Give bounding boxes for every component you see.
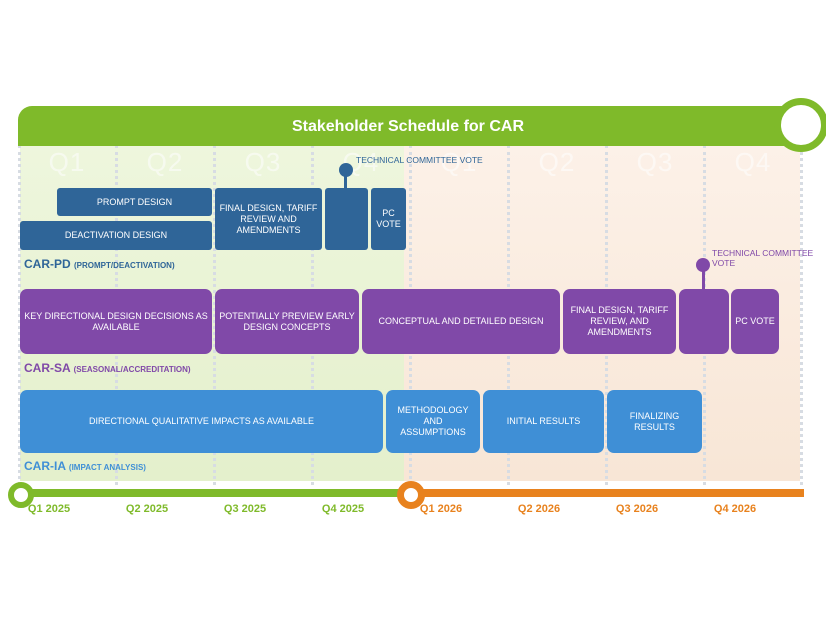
sa-pc-vote-bar: PC Vote bbox=[731, 289, 779, 354]
sa-row-subtitle: (SEASONAL/ACCREDITATION) bbox=[73, 365, 191, 374]
timeline-start-circle-icon bbox=[8, 482, 34, 508]
timeline-quarter-label: Q4 2026 bbox=[713, 503, 757, 515]
sa-conceptual-bar: Conceptual and Detailed Design bbox=[362, 289, 560, 354]
ghost-quarter-label: Q1 bbox=[440, 147, 478, 177]
sa-tc-vote-bar bbox=[679, 289, 729, 354]
ghost-quarter-label: Q2 bbox=[538, 147, 576, 177]
pd-tc-vote-milestone-icon bbox=[339, 163, 353, 177]
sa-tc-vote-milestone-icon bbox=[696, 258, 710, 272]
ia-row-title: CAR-IA bbox=[24, 459, 66, 473]
timeline-2026-line bbox=[410, 489, 804, 497]
ia-row-label: CAR-IA (IMPACT ANALYSIS) bbox=[24, 459, 146, 473]
timeline-quarter-label: Q2 2026 bbox=[517, 503, 561, 515]
ghost-quarter-label: Q3 bbox=[244, 147, 282, 177]
page-title: Stakeholder Schedule for CAR bbox=[291, 118, 525, 135]
ia-finalizing-results-bar: Finalizing Results bbox=[607, 390, 702, 453]
sa-tc-vote-label: Technical Committee Vote bbox=[712, 248, 814, 268]
timeline-2025-line bbox=[18, 489, 410, 497]
pd-final-design-bar: Final Design, Tariff Review and Amendmen… bbox=[215, 188, 322, 250]
ghost-quarter-label: Q4 bbox=[734, 147, 772, 177]
ghost-quarter-label: Q2 bbox=[146, 147, 184, 177]
quarter-divider bbox=[18, 145, 21, 485]
pd-row-subtitle: (PROMPT/DEACTIVATION) bbox=[74, 261, 175, 270]
ia-directional-bar: Directional Qualitative Impacts as Avail… bbox=[20, 390, 383, 453]
pd-row-title: CAR-PD bbox=[24, 257, 71, 271]
pd-deactivation-design-bar: Deactivation Design bbox=[20, 221, 212, 250]
pd-tc-vote-bar bbox=[325, 188, 368, 250]
ia-initial-results-bar: Initial Results bbox=[483, 390, 604, 453]
timeline-quarter-label: Q2 2025 bbox=[125, 503, 169, 515]
sa-key-decisions-bar: Key Directional Design Decisions as Avai… bbox=[20, 289, 212, 354]
pd-tc-vote-stem bbox=[344, 170, 347, 189]
pd-tc-vote-label: Technical Committee Vote bbox=[356, 155, 483, 165]
timeline-2026-circle-icon bbox=[397, 481, 425, 509]
timeline-quarter-label: Q3 2026 bbox=[615, 503, 659, 515]
quarter-divider bbox=[800, 145, 803, 485]
banner-end-circle-icon bbox=[774, 98, 826, 152]
sa-preview-bar: Potentially Preview Early Design Concept… bbox=[215, 289, 359, 354]
ghost-quarter-label: Q1 bbox=[48, 147, 86, 177]
timeline-quarter-label: Q1 2025 bbox=[27, 503, 71, 515]
ia-methodology-bar: Methodology and Assumptions bbox=[386, 390, 480, 453]
quarter-divider bbox=[213, 145, 216, 485]
pd-pc-vote-bar: PC Vote bbox=[371, 188, 406, 250]
pd-row-label: CAR-PD (PROMPT/DEACTIVATION) bbox=[24, 257, 175, 271]
sa-final-design-bar: Final Design, Tariff Review, and Amendme… bbox=[563, 289, 676, 354]
pd-prompt-design-bar: Prompt Design bbox=[57, 188, 212, 216]
timeline-quarter-label: Q4 2025 bbox=[321, 503, 365, 515]
ia-row-subtitle: (IMPACT ANALYSIS) bbox=[68, 463, 146, 472]
sa-row-label: CAR-SA (SEASONAL/ACCREDITATION) bbox=[24, 361, 191, 375]
sa-tc-vote-stem bbox=[702, 268, 705, 290]
title-banner bbox=[18, 106, 798, 146]
ghost-quarter-label: Q3 bbox=[636, 147, 674, 177]
timeline-quarter-label: Q1 2026 bbox=[419, 503, 463, 515]
sa-row-title: CAR-SA bbox=[24, 361, 71, 375]
timeline-quarter-label: Q3 2025 bbox=[223, 503, 267, 515]
